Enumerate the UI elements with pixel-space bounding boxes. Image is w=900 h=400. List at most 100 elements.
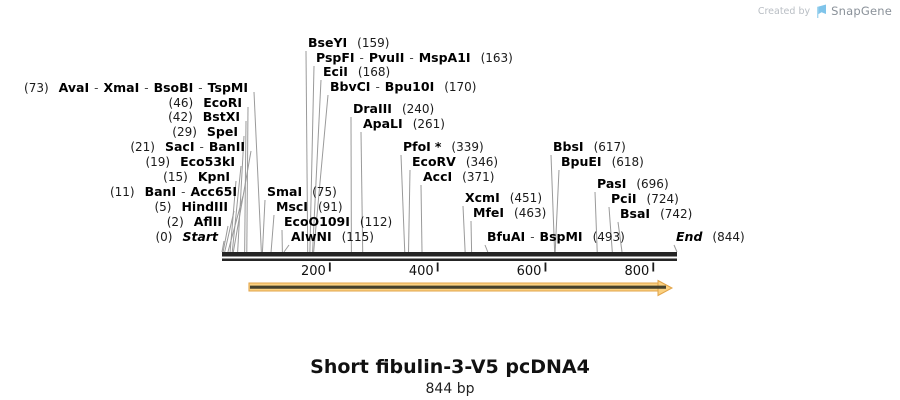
site-label-EciI[interactable]: EciI(168) <box>323 64 390 80</box>
map-length-label: 844 bp <box>425 381 475 397</box>
site-line-SmaI <box>261 199 266 253</box>
site-position: (617) <box>593 140 626 154</box>
ruler-label-800: 800 <box>624 264 650 279</box>
site-label-XcmI[interactable]: XcmI(451) <box>465 190 542 206</box>
site-position: (170) <box>444 80 477 94</box>
site-label-SpeI[interactable]: (29) SpeI <box>172 124 238 140</box>
site-label-SmaI[interactable]: SmaI(75) <box>267 184 337 200</box>
site-line-BfuAI <box>484 244 489 253</box>
site-name: AccI <box>423 169 453 184</box>
site-name: PfoI <box>403 139 431 154</box>
site-name: BsoBI <box>153 80 194 95</box>
site-label-Eco53kI[interactable]: (19) Eco53kI <box>145 154 235 170</box>
ruler-label-400: 400 <box>408 264 434 279</box>
ruler-tick-200 <box>328 262 331 272</box>
site-name: Acc65I <box>190 184 237 199</box>
site-label-EcoRI[interactable]: (46)EcoRI <box>169 95 242 111</box>
site-position: (168) <box>357 65 391 79</box>
site-name: BstXI <box>202 109 240 124</box>
site-label-BbvCI-Bpu10I[interactable]: BbvCI-Bpu10I(170) <box>330 79 477 95</box>
site-line-Eco53kI <box>231 165 242 253</box>
site-label-EcoRV[interactable]: EcoRV(346) <box>412 154 498 170</box>
site-line-PciI <box>608 206 613 253</box>
site-label-KpnI[interactable]: (15)KpnI <box>163 169 230 185</box>
site-label-BseYI[interactable]: BseYI(159) <box>308 35 389 51</box>
site-position: (346) <box>465 155 499 169</box>
site-position: (19) <box>145 155 171 169</box>
site-label-PspFI-PvuII-MspA1I[interactable]: PspFI-PvuII-MspA1I(163) <box>316 50 513 66</box>
site-name: AflII <box>193 214 222 229</box>
site-name: BanII <box>208 139 245 154</box>
site-name: EcoO109I <box>284 214 350 229</box>
site-position: (91) <box>317 200 343 214</box>
site-label-MscI[interactable]: MscI(91) <box>276 199 343 215</box>
site-position: (0) <box>155 230 173 244</box>
site-name: Eco53kI <box>180 154 235 169</box>
site-line-MscI <box>270 214 275 253</box>
site-label-EcoO109I[interactable]: EcoO109I(112) <box>284 214 392 230</box>
site-line-End <box>673 244 678 253</box>
site-position: (73) <box>24 81 49 95</box>
site-label-AflII[interactable]: (2) AflII <box>167 214 222 230</box>
site-name: EcoRI <box>203 95 242 110</box>
site-line-MfeI <box>470 220 473 253</box>
site-line-BseYI <box>305 50 309 253</box>
site-line-AvaI <box>253 91 262 253</box>
site-position: (371) <box>462 170 495 184</box>
site-name: MspA1I <box>418 50 471 65</box>
site-name: BbsI <box>553 139 584 154</box>
site-label-BsaI[interactable]: BsaI(742) <box>620 206 692 222</box>
site-position: (29) <box>172 125 197 139</box>
site-label-PfoI[interactable]: PfoI*(339) <box>403 139 484 155</box>
site-label-SacI-BanII[interactable]: (21)SacI-BanII <box>130 139 245 155</box>
site-name: BanI <box>144 184 177 199</box>
site-label-AccI[interactable]: AccI (371) <box>423 169 494 185</box>
ruler-label-200: 200 <box>301 264 326 279</box>
site-label-PciI[interactable]: PciI(724) <box>611 191 679 207</box>
site-label-DraIII[interactable]: DraIII(240) <box>353 101 434 117</box>
site-position: (261) <box>412 117 445 131</box>
site-label-End[interactable]: End(844) <box>676 229 745 245</box>
site-line-EciI <box>312 79 322 253</box>
site-name: SpeI <box>206 124 238 139</box>
site-position: (159) <box>357 36 390 50</box>
site-line-BbsI <box>550 154 556 253</box>
site-position: (742) <box>660 207 693 221</box>
site-name: KpnI <box>197 169 230 184</box>
site-label-Start[interactable]: (0) Start <box>155 229 218 245</box>
site-position: (5) <box>154 200 172 214</box>
site-line-SpeI <box>237 135 245 253</box>
site-label-BstXI[interactable]: (42) BstXI <box>168 109 240 125</box>
separator: - <box>375 80 380 94</box>
site-line-PspFI <box>309 65 315 253</box>
site-position: (724) <box>646 192 679 206</box>
credit-text: Created by <box>757 5 811 17</box>
site-label-PasI[interactable]: PasI (696) <box>597 176 669 192</box>
site-position: (11) <box>109 185 135 199</box>
site-position: (2) <box>166 215 184 229</box>
sequence-bar-top <box>222 252 677 257</box>
site-label-AlwNI[interactable]: AlwNI(115) <box>291 229 374 245</box>
site-name: SmaI <box>267 184 303 199</box>
site-label-BfuAI-BspMI[interactable]: BfuAI-BspMI(493) <box>487 229 625 245</box>
site-line-AlwNI <box>283 244 290 253</box>
site-position: (21) <box>130 140 155 154</box>
site-label-BanI-Acc65I[interactable]: (11)BanI-Acc65I <box>110 184 237 200</box>
site-line-PfoI <box>400 154 406 253</box>
brand-name: SnapGene <box>831 4 892 18</box>
site-label-BpuEI[interactable]: BpuEI(618) <box>561 154 644 170</box>
site-label-AvaI-XmaI-BsoBI-TspMI[interactable]: (73)AvaI-XmaI-BsoBI-TspMI <box>24 80 248 96</box>
site-label-BbsI[interactable]: BbsI (617) <box>553 139 626 155</box>
site-position: (696) <box>636 177 669 191</box>
site-name: Start <box>182 229 218 244</box>
site-name: PasI <box>597 176 627 191</box>
site-position: (42) <box>168 110 193 124</box>
site-label-MfeI[interactable]: MfeI(463) <box>473 205 546 221</box>
site-line-BanI <box>227 195 244 253</box>
site-line-EcoRV <box>408 169 411 253</box>
site-label-HindIII[interactable]: (5)HindIII <box>154 199 228 215</box>
site-name: PspFI <box>316 50 355 65</box>
site-label-ApaLI[interactable]: ApaLI(261) <box>363 116 445 132</box>
site-position: (115) <box>341 230 374 244</box>
